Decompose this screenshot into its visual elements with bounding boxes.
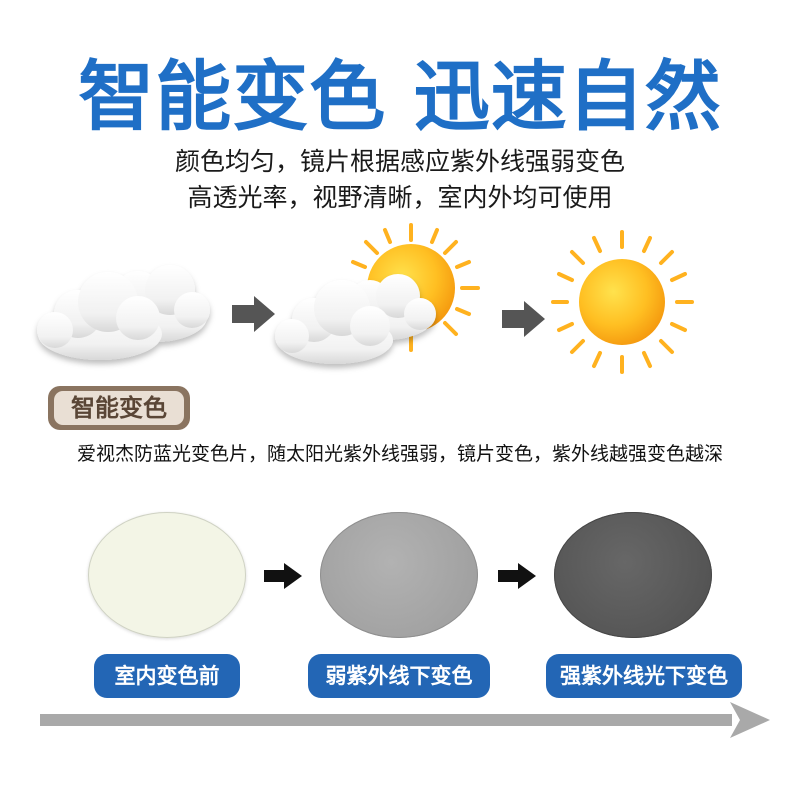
- stage-label-strong-uv: 强紫外线光下变色: [546, 654, 742, 698]
- badge-label: 智能变色: [54, 391, 184, 425]
- description-text: 爱视杰防蓝光变色片，随太阳光紫外线强弱，镜片变色，紫外线越强变色越深: [76, 443, 723, 465]
- stage-label-indoor: 室内变色前: [94, 654, 240, 698]
- stage-label-weak-uv: 弱紫外线下变色: [308, 654, 490, 698]
- arrow-icon: [232, 296, 275, 332]
- sun-behind-cloud-icon: [275, 223, 480, 364]
- subtitle-line-2: 高透光率，视野清晰，室内外均可使用: [187, 183, 613, 212]
- arrow-icon: [502, 301, 545, 337]
- arrow-icon: [498, 563, 536, 589]
- lens-weak-uv: [320, 512, 478, 638]
- lens-before: [88, 512, 246, 638]
- weather-illustration: [37, 223, 694, 374]
- lens-strong-uv: [554, 512, 712, 638]
- cloud-icon: [37, 265, 210, 360]
- progress-arrow-icon: [40, 702, 770, 738]
- arrow-icon: [264, 563, 302, 589]
- feature-badge: 智能变色: [48, 386, 190, 430]
- sun-icon: [551, 230, 694, 374]
- subtitle-line-1: 颜色均匀，镜片根据感应紫外线强弱变色: [174, 147, 625, 176]
- page-title: 智能变色 迅速自然: [78, 52, 722, 141]
